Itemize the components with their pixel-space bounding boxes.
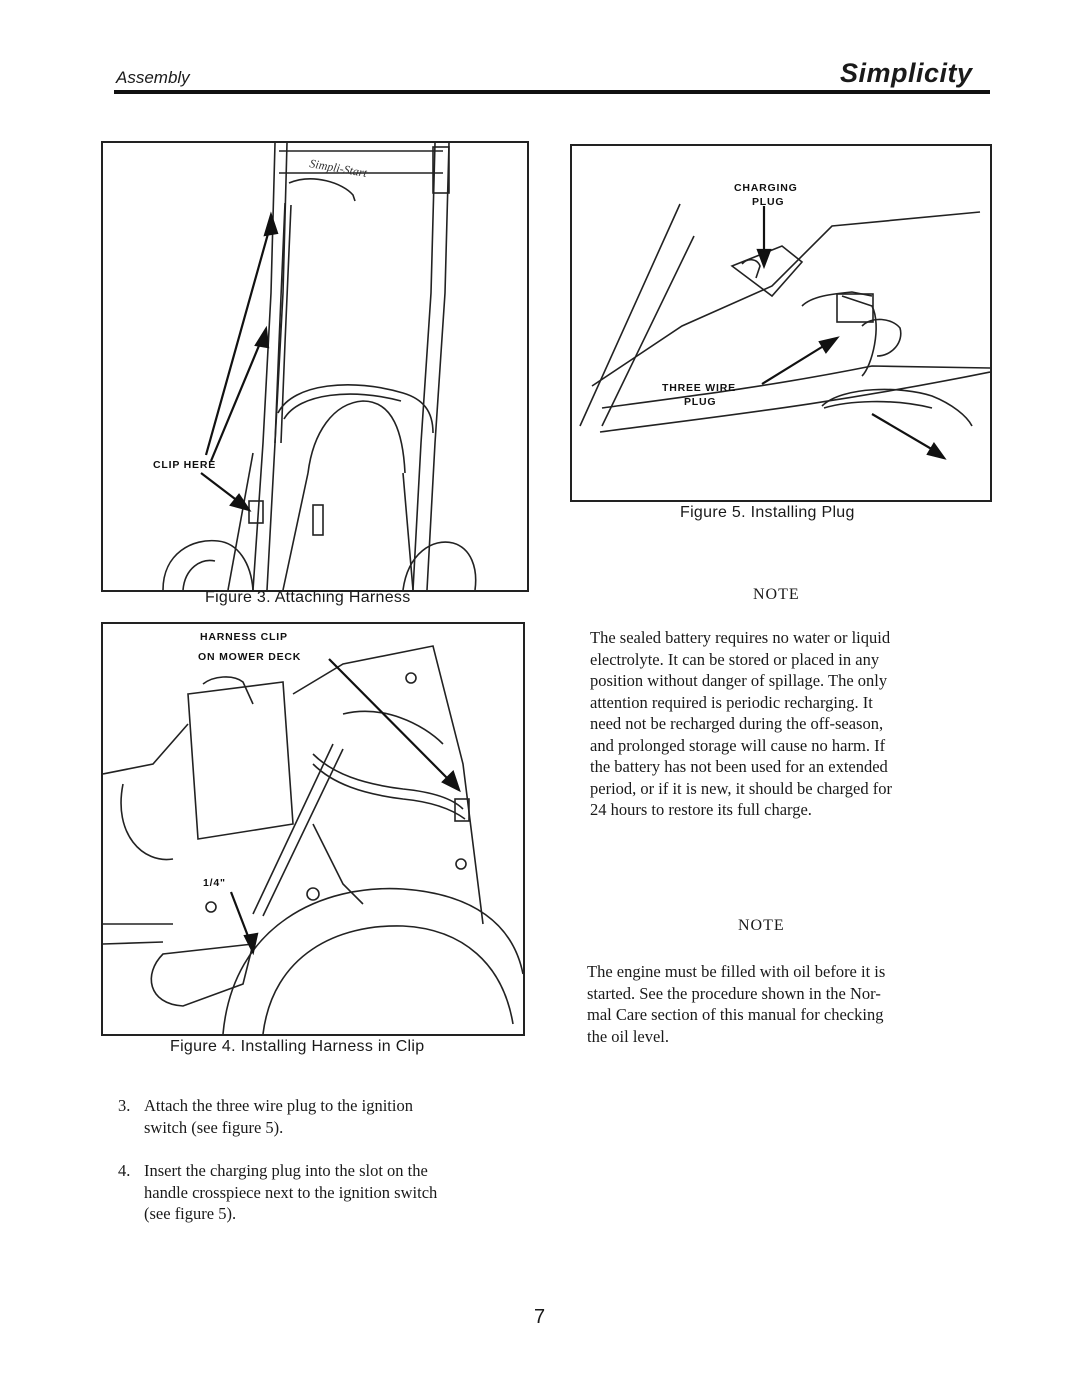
note-2-line: the oil level. xyxy=(587,1026,670,1046)
note-1-line: period, or if it is new, it should be ch… xyxy=(590,778,892,798)
page-number: 7 xyxy=(534,1306,546,1328)
charging-label: CHARGING xyxy=(734,182,798,194)
handle-decal: Simpli-Start xyxy=(308,156,368,180)
note-2-body: The engine must be filled with oil befor… xyxy=(587,961,979,1047)
header-rule xyxy=(114,90,990,94)
charging-plug-label: PLUG xyxy=(752,196,784,208)
step-number: 4. xyxy=(118,1161,131,1180)
note-1-line: attention required is periodic rechargin… xyxy=(590,692,873,712)
brand-logo: Simplicity xyxy=(840,58,973,88)
note-2-heading: NOTE xyxy=(738,917,785,934)
note-2-line: mal Care section of this manual for chec… xyxy=(587,1005,884,1024)
three-wire-label: THREE WIRE xyxy=(662,382,736,394)
note-2-line: The engine must be filled with oil befor… xyxy=(587,962,886,981)
handle-harness-drawing: Simpli-Start CLIP HERE xyxy=(153,143,477,590)
harness-clip-label: HARNESS CLIP xyxy=(200,631,288,643)
note-1-line: The sealed battery requires no water or … xyxy=(590,628,891,647)
step-text: Attach the three wire plug to the igniti… xyxy=(144,1095,522,1138)
figure-4-illustration: HARNESS CLIP ON MOWER DECK 1/4" xyxy=(101,622,525,1036)
step-line: Attach the three wire plug to the igniti… xyxy=(144,1096,413,1115)
note-1-body: The sealed battery requires no water or … xyxy=(590,627,980,821)
note-1-heading: NOTE xyxy=(753,586,800,603)
note-1-line: the battery has not been used for an ext… xyxy=(590,757,888,776)
mower-deck-drawing: HARNESS CLIP ON MOWER DECK 1/4" xyxy=(103,631,523,1034)
step-line: Insert the charging plug into the slot o… xyxy=(144,1161,428,1180)
three-wire-plug-label: PLUG xyxy=(684,396,716,408)
note-1-line: position without danger of spillage. The… xyxy=(590,671,888,690)
figure-3-caption: Figure 3. Attaching Harness xyxy=(205,589,411,606)
step-4: 4. Insert the charging plug into the slo… xyxy=(118,1160,528,1228)
step-line: switch (see figure 5). xyxy=(144,1117,284,1137)
step-number: 3. xyxy=(118,1096,131,1115)
step-text: Insert the charging plug into the slot o… xyxy=(144,1160,522,1225)
step-line: handle crosspiece next to the ignition s… xyxy=(144,1182,438,1202)
step-line: (see figure 5). xyxy=(144,1204,237,1223)
note-1-line: need not be recharged during the off-sea… xyxy=(590,714,884,733)
plug-installation-drawing: CHARGING PLUG THREE WIRE PLUG xyxy=(579,182,990,460)
note-1-line: electrolyte. It can be stored or placed … xyxy=(590,649,880,669)
figure-5-illustration: CHARGING PLUG THREE WIRE PLUG xyxy=(570,144,992,502)
on-mower-deck-label: ON MOWER DECK xyxy=(198,651,301,663)
figure-3-illustration: Simpli-Start CLIP HERE xyxy=(101,141,529,592)
quarter-inch-label: 1/4" xyxy=(203,877,226,889)
note-1-line: and prolonged storage will cause no harm… xyxy=(590,735,886,755)
note-1-line: 24 hours to restore its full charge. xyxy=(590,800,812,819)
figure-4-caption: Figure 4. Installing Harness in Clip xyxy=(170,1038,425,1055)
figure-5-caption: Figure 5. Installing Plug xyxy=(680,504,855,521)
note-2-line: started. See the procedure shown in the … xyxy=(587,983,881,1003)
section-title: Assembly xyxy=(116,68,190,87)
clip-here-label: CLIP HERE xyxy=(153,459,216,471)
step-3: 3. Attach the three wire plug to the ign… xyxy=(118,1095,528,1141)
